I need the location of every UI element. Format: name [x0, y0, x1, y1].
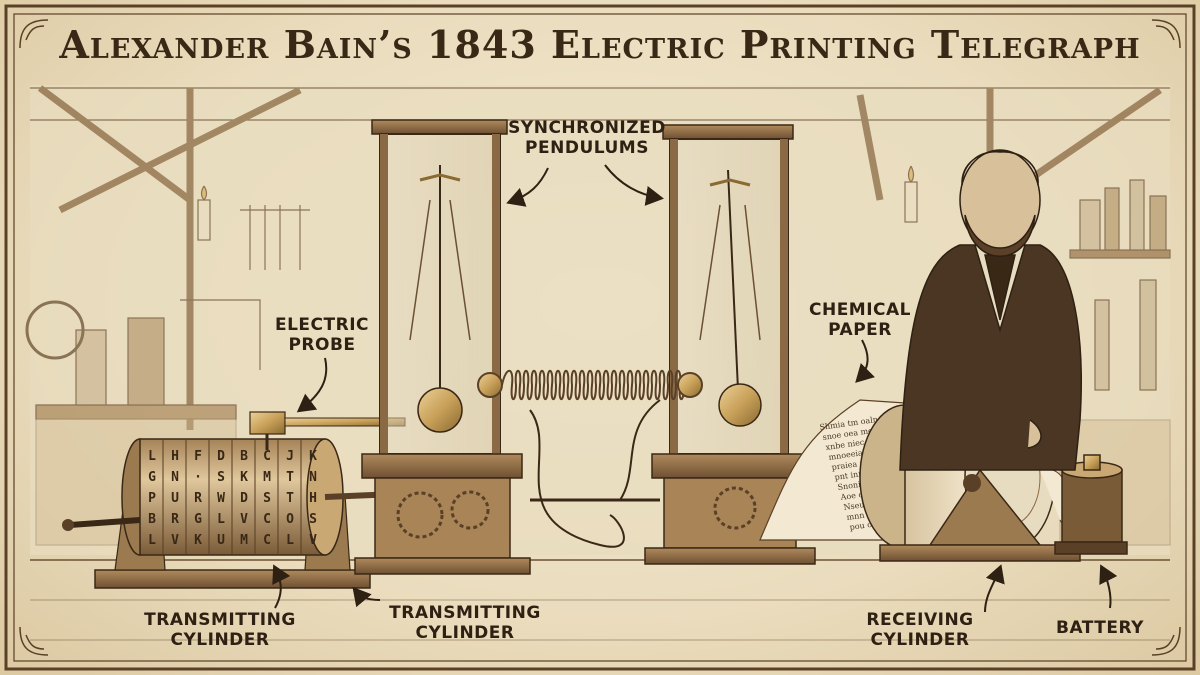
label-line: Cylinder: [415, 623, 515, 643]
frame-border: [4, 4, 1196, 671]
cylinder-letter: L: [217, 512, 225, 527]
cylinder-letter: S: [263, 491, 271, 506]
cylinder-letter: D: [240, 491, 248, 506]
label-electric-probe: Electric Probe: [262, 315, 382, 355]
cylinder-letter: W: [217, 491, 225, 506]
label-line: Transmitting: [389, 603, 541, 623]
label-transmitting-cylinder-right: Transmitting Cylinder: [380, 603, 550, 643]
label-line: Cylinder: [170, 630, 270, 650]
cylinder-letter: P: [148, 491, 156, 506]
cylinder-letter: O: [286, 512, 294, 527]
cylinder-letter: M: [263, 470, 271, 485]
corner-ornaments: [19, 19, 1181, 656]
cylinder-letter: R: [194, 491, 202, 506]
cylinder-letter: T: [286, 470, 294, 485]
cylinder-letter: T: [286, 491, 294, 506]
label-line: Electric: [274, 315, 370, 335]
cylinder-letter: H: [171, 449, 179, 464]
label-line: Cylinder: [870, 630, 970, 650]
cylinder-letter: G: [148, 470, 156, 485]
cylinder-letter: J: [286, 449, 294, 464]
cylinder-letter: B: [148, 512, 156, 527]
inventor-figure: [899, 149, 1082, 471]
pendulum-clock-transmitter: [354, 119, 531, 575]
cylinder-letter: L: [148, 449, 156, 464]
cylinder-letter: K: [309, 449, 317, 464]
label-transmitting-cylinder-left: Transmitting Cylinder: [135, 610, 305, 650]
cylinder-letter: C: [263, 449, 271, 464]
cylinder-letter: R: [171, 512, 179, 527]
cylinder-letter: S: [309, 512, 317, 527]
cylinder-letter: N: [309, 470, 317, 485]
cylinder-letter: D: [217, 449, 225, 464]
cylinder-letter: S: [217, 470, 225, 485]
cylinder-letter: G: [194, 512, 202, 527]
cylinder-letter: N: [171, 470, 179, 485]
cylinder-letter: U: [171, 491, 179, 506]
leader-arrows: [272, 164, 1118, 613]
label-line: Chemical: [808, 300, 912, 320]
label-chemical-paper: Chemical Paper: [800, 300, 920, 340]
cylinder-letter: V: [171, 533, 179, 548]
label-receiving-cylinder: Receiving Cylinder: [845, 610, 995, 650]
cylinder-letter: M: [240, 533, 248, 548]
cylinder-letter: V: [240, 512, 248, 527]
label-line: Probe: [288, 335, 356, 355]
label-line: Receiving: [866, 610, 974, 630]
wires: [529, 399, 661, 548]
cylinder-letter: F: [194, 449, 202, 464]
label-line: Pendulums: [525, 138, 649, 158]
cylinder-letter: C: [263, 533, 271, 548]
connecting-coil: [477, 369, 703, 401]
label-line: Battery: [1056, 618, 1144, 638]
label-synchronized-pendulums: Synchronized Pendulums: [502, 118, 672, 158]
cylinder-letter: B: [240, 449, 248, 464]
battery-cell: [1054, 454, 1128, 555]
label-line: Synchronized: [508, 118, 666, 138]
cylinder-letter: U: [217, 533, 225, 548]
page-title: Alexander Bain’s 1843 Electric Printing …: [59, 22, 1141, 67]
label-battery: Battery: [1040, 618, 1160, 638]
label-line: Transmitting: [144, 610, 296, 630]
cylinder-letter: K: [194, 533, 202, 548]
electric-probe: [249, 411, 406, 450]
cylinder-letter: H: [309, 491, 317, 506]
cylinder-letter: ·: [194, 470, 202, 485]
cylinder-letter: C: [263, 512, 271, 527]
label-line: Paper: [828, 320, 892, 340]
cylinder-letter: L: [148, 533, 156, 548]
cylinder-letter: V: [309, 533, 317, 548]
cylinder-letter: L: [286, 533, 294, 548]
cylinder-letter: K: [240, 470, 248, 485]
